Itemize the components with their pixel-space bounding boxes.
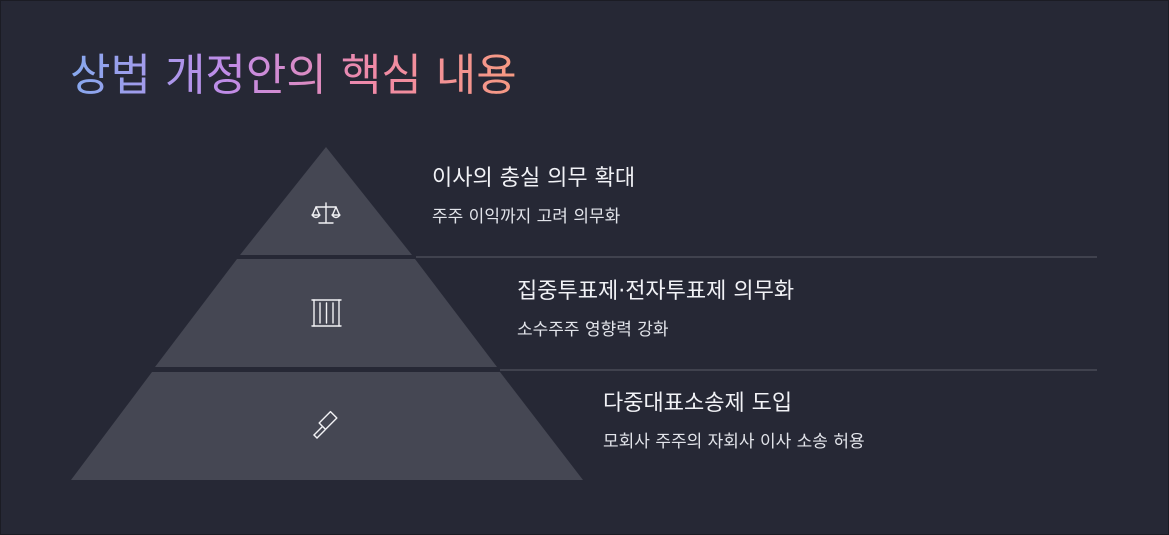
pyramid-tier-1 — [240, 147, 412, 255]
slide-title: 상법 개정안의 핵심 내용 — [70, 44, 517, 108]
tier-1-heading: 이사의 충실 의무 확대 — [432, 166, 636, 191]
balance-scale-icon — [311, 202, 341, 224]
pyramid-tier-3 — [71, 372, 583, 480]
tier-2-text: 집중투표제·전자투표제 의무화 소수주주 영향력 강화 — [517, 277, 794, 343]
tier-3-text: 다중대표소송제 도입 모회사 주주의 자회사 이사 소송 허용 — [603, 389, 865, 455]
gavel-icon — [313, 410, 338, 439]
tier-2-heading: 집중투표제·전자투표제 의무화 — [517, 279, 795, 304]
tier-1-subtext: 주주 이익까지 고려 의무화 — [432, 207, 621, 227]
tier-2-subtext: 소수주주 영향력 강화 — [517, 320, 669, 340]
tier-1-text: 이사의 충실 의무 확대 주주 이익까지 고려 의무화 — [432, 164, 635, 230]
ballot-box-icon — [311, 299, 342, 327]
tier-3-subtext: 모회사 주주의 자회사 이사 소송 허용 — [603, 432, 865, 452]
tier-3-heading: 다중대표소송제 도입 — [603, 391, 793, 416]
